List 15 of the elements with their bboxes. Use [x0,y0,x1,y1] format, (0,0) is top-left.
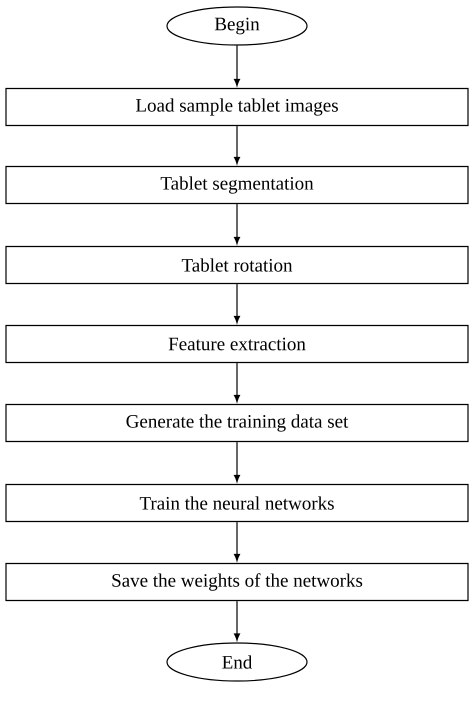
arrow [234,204,240,244]
arrow [234,601,240,641]
arrow [234,522,240,562]
process-box: Tablet rotation [5,246,469,284]
arrow [234,363,240,402]
process-box: Load sample tablet images [5,88,469,126]
process-box: Train the neural networks [5,484,469,522]
process-box: Tablet segmentation [5,166,469,204]
arrow [234,126,240,164]
process-box: Feature extraction [5,324,469,364]
arrow [234,284,240,324]
arrow [234,442,240,482]
arrow [234,46,240,86]
process-box: Generate the training data set [5,404,469,442]
process-box: Save the weights of the networks [5,562,469,602]
